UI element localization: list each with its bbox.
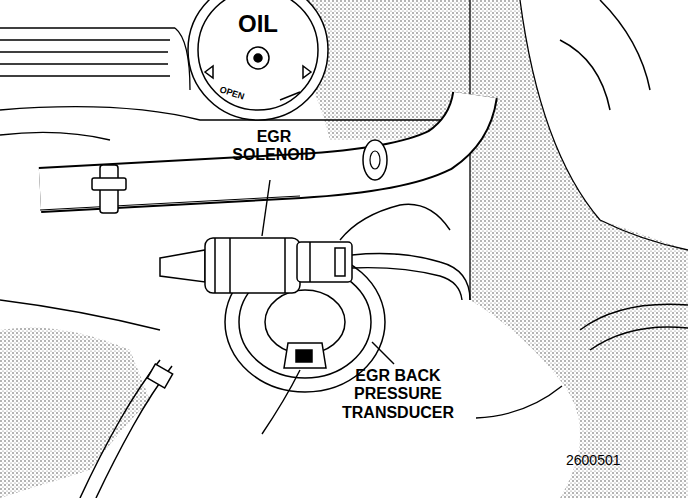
cap-marking: OIL	[226, 10, 290, 38]
shadow	[0, 328, 150, 498]
wiring	[340, 204, 470, 300]
figure-number: 2600501	[566, 452, 676, 468]
hose-clamp	[92, 165, 126, 213]
vacuum-line	[80, 360, 173, 498]
oil-cap	[188, 0, 328, 120]
right-hoses	[560, 0, 688, 350]
egr-solenoid	[160, 238, 352, 293]
part-label: EGR SOLENOID	[228, 128, 320, 165]
shadow	[470, 0, 688, 498]
leader-line	[262, 180, 562, 434]
valve-cover	[0, 0, 688, 330]
part-label: EGR BACK PRESSURE TRANSDUCER	[323, 367, 473, 422]
cap-marking: OPEN	[211, 82, 252, 104]
